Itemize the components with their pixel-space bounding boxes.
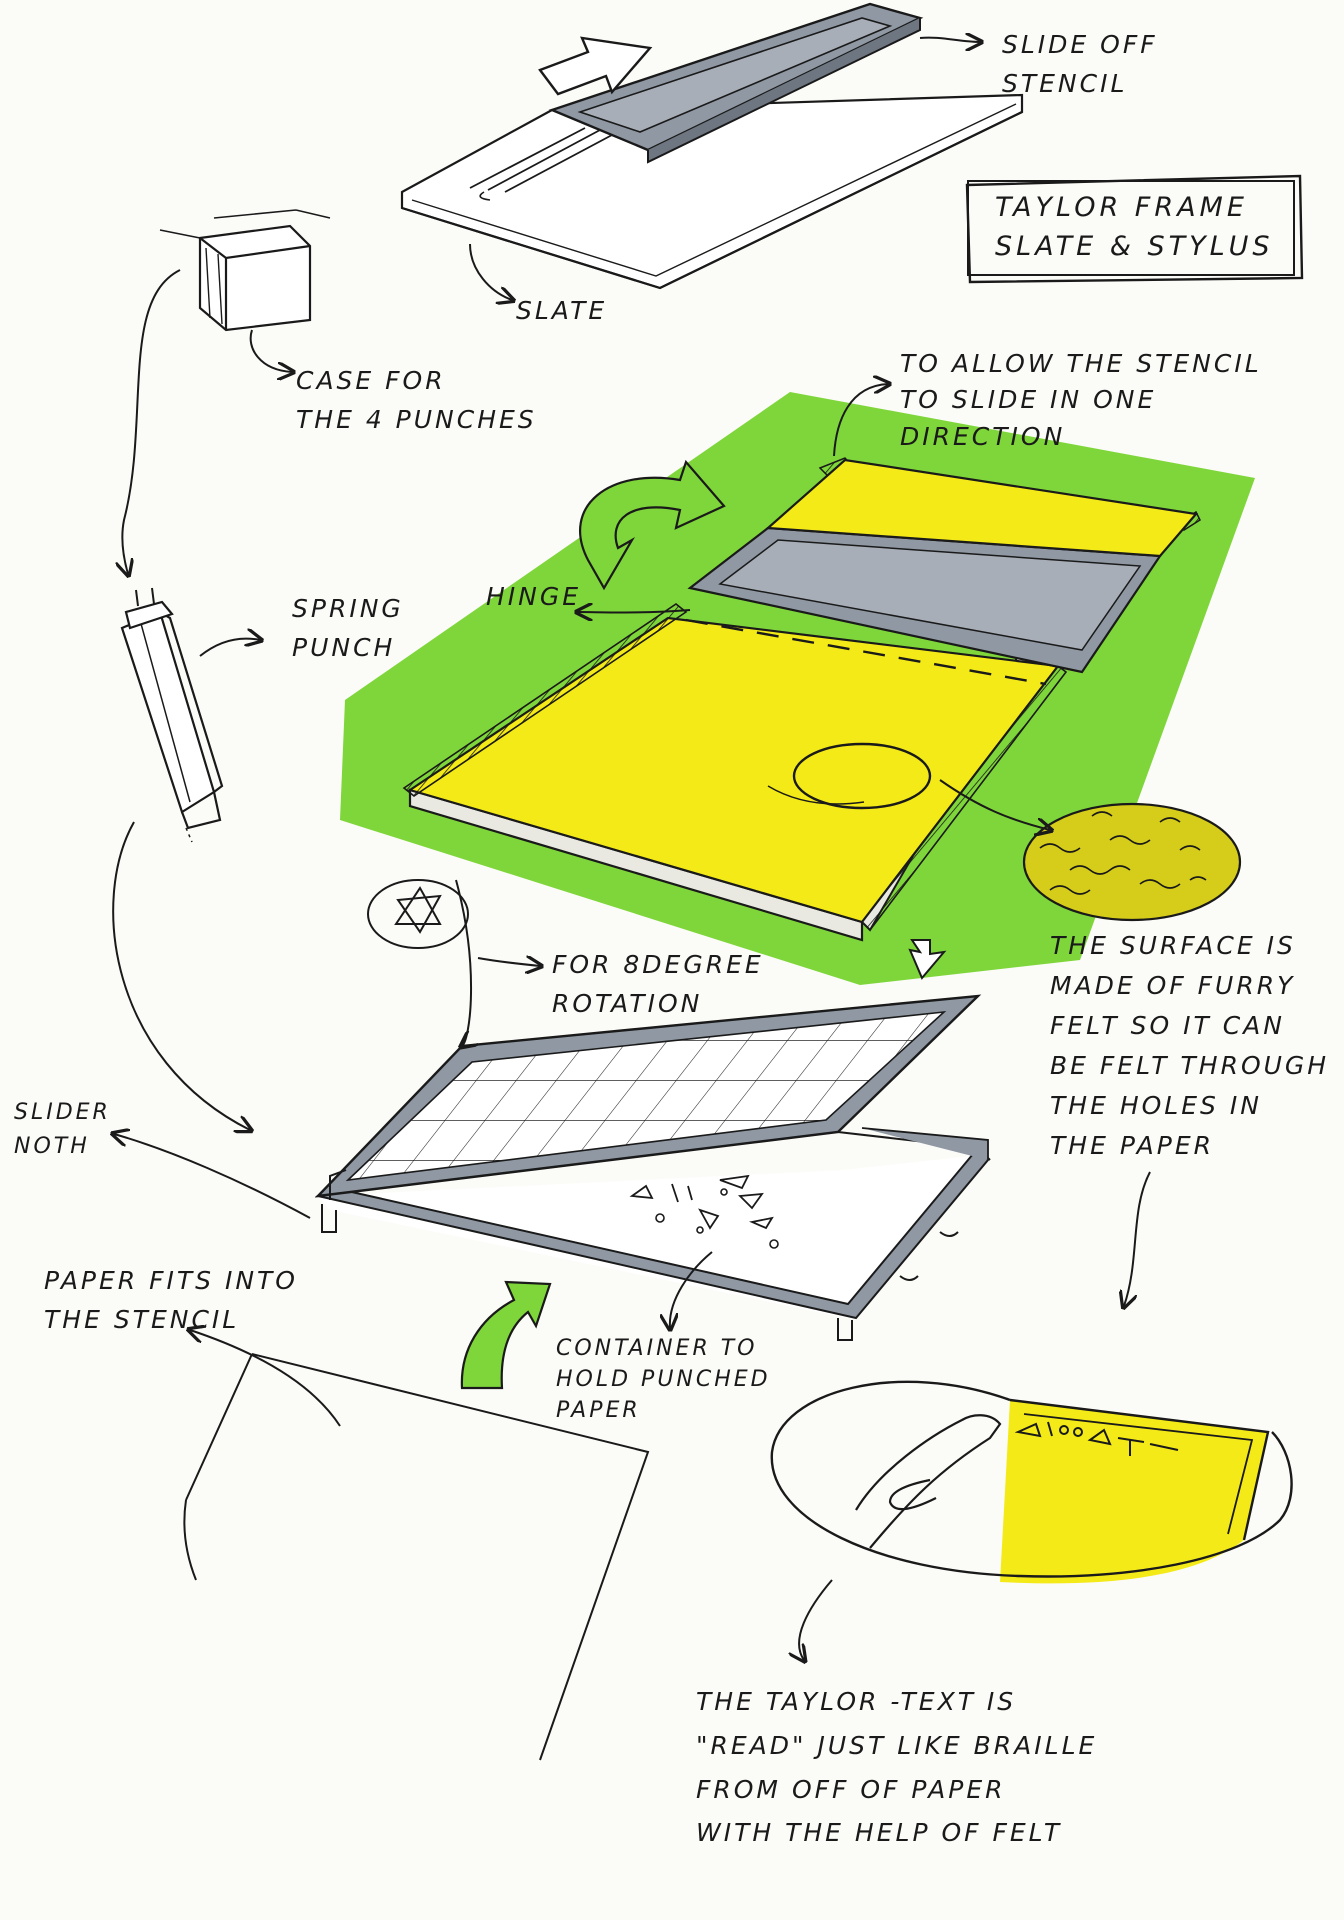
top-stencil-drawing bbox=[548, 2, 924, 164]
label-slide-off-stencil: SLIDE OFF STENCIL bbox=[1002, 30, 1158, 98]
label-container: CONTAINER TO HOLD PUNCHED PAPER bbox=[556, 1336, 771, 1423]
slide-arrow-icon bbox=[538, 36, 653, 96]
label-hinge: HINGE bbox=[486, 582, 582, 611]
label-rotation: FOR 8DEGREE ROTATION bbox=[552, 950, 764, 1018]
punch-case-drawing bbox=[159, 209, 331, 332]
label-case-for-punches: CASE FOR THE 4 PUNCHES bbox=[296, 366, 537, 434]
slate-drawing bbox=[400, 93, 1024, 290]
title-line-2: SLATE & STYLUS bbox=[995, 231, 1274, 263]
diagram-title: TAYLOR FRAME SLATE & STYLUS bbox=[967, 180, 1295, 276]
hinged-frame-drawing bbox=[340, 392, 1255, 985]
reading-hand-drawing bbox=[770, 1380, 1293, 1584]
label-taylor-text-read: THE TAYLOR -TEXT IS "READ" JUST LIKE BRA… bbox=[696, 1687, 1098, 1848]
insert-arrow-icon bbox=[460, 1280, 552, 1390]
label-slate: SLATE bbox=[516, 296, 608, 325]
star-rotation-icon bbox=[367, 879, 469, 949]
label-spring-punch: SPRING PUNCH bbox=[292, 594, 404, 662]
label-allow-stencil-slide: TO ALLOW THE STENCIL TO SLIDE IN ONE DIR… bbox=[900, 349, 1262, 451]
label-slider-notch: SLIDER NOTH bbox=[14, 1100, 111, 1160]
spring-punch-drawing bbox=[120, 587, 224, 843]
label-paper-fits: PAPER FITS INTO THE STENCIL bbox=[44, 1266, 298, 1334]
felt-texture-drawing bbox=[1022, 802, 1242, 922]
paper-sheet-drawing bbox=[183, 1353, 650, 1761]
leader-lines bbox=[113, 38, 1151, 1660]
title-line-1: TAYLOR FRAME bbox=[995, 192, 1248, 223]
rotate-arrow-icon bbox=[579, 459, 726, 591]
title-frame bbox=[965, 174, 1304, 284]
label-surface-felt: THE SURFACE IS MADE OF FURRY FELT SO IT … bbox=[1050, 931, 1330, 1160]
down-arrow-icon bbox=[908, 939, 947, 980]
stencil-container-drawing bbox=[314, 994, 991, 1341]
